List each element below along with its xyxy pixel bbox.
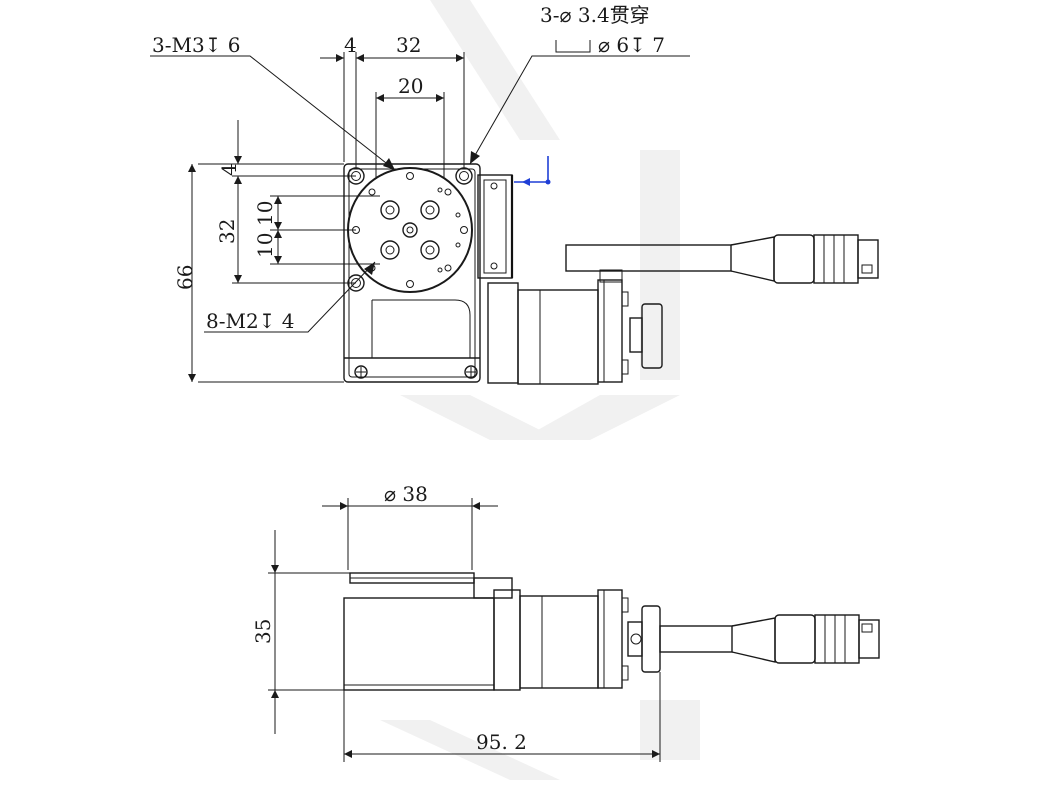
dim-32-side: 32 <box>215 219 239 244</box>
label-3-m3: 3-M3↧ 6 <box>152 33 241 57</box>
side-view <box>343 572 880 691</box>
side-view-dimensions <box>268 498 661 762</box>
m3-holes <box>380 200 440 260</box>
dim-32-top: 32 <box>396 33 421 57</box>
rotary-table <box>347 167 473 293</box>
dim-20: 20 <box>398 74 423 98</box>
watermark <box>380 0 700 780</box>
dim-4-side: 4 <box>217 163 241 176</box>
dim-95-2: 95. 2 <box>476 730 527 754</box>
axis-marker <box>514 156 551 186</box>
label-counterbore: ⌀ 6↧ 7 <box>598 33 665 57</box>
base-screw-right <box>464 365 478 379</box>
m2-holes <box>352 172 468 288</box>
label-3-thru-hole: 3-⌀ 3.4贯穿 <box>540 3 650 27</box>
dim-10-a: 10 <box>253 201 277 226</box>
top-view-dimensions <box>150 40 690 383</box>
base-screw-left <box>354 365 368 379</box>
label-8-m2: 8-M2↧ 4 <box>206 309 295 333</box>
dim-66: 66 <box>173 265 197 290</box>
dim-diameter-38: ⌀ 38 <box>384 482 428 506</box>
corner-hole-top-right <box>455 167 473 185</box>
top-view <box>343 156 879 385</box>
dim-4-top: 4 <box>344 33 357 57</box>
dim-10-b: 10 <box>253 233 277 258</box>
dim-35: 35 <box>251 619 275 644</box>
